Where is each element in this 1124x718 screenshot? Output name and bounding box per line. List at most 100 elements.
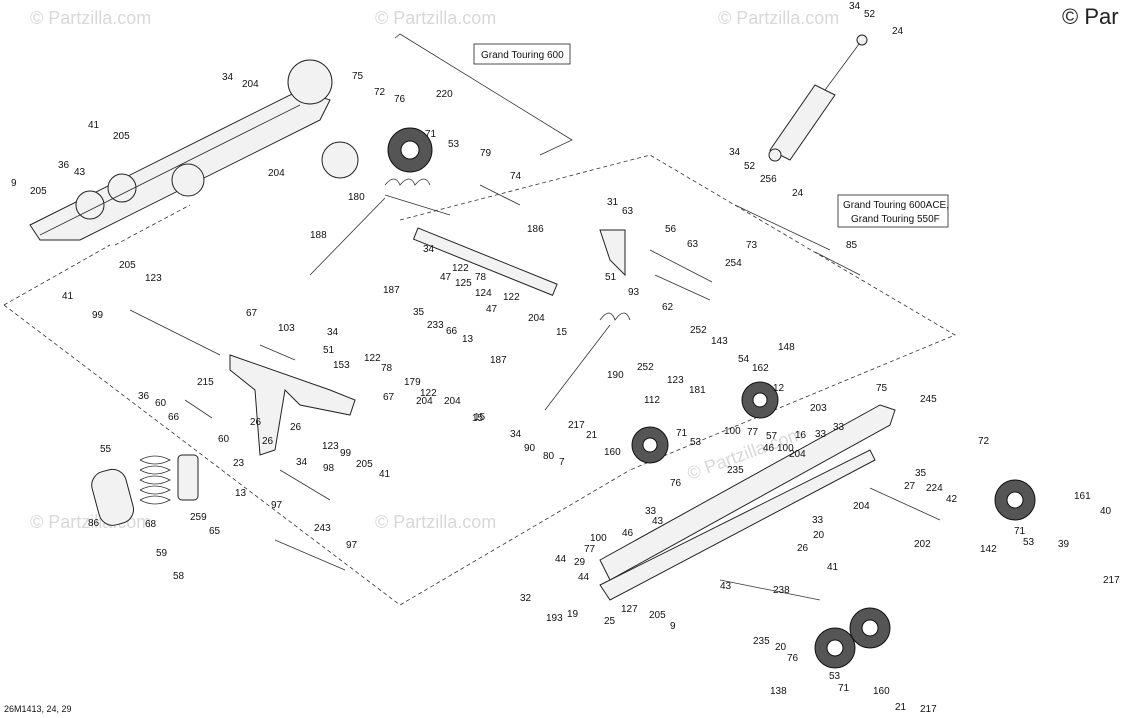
rear-suspension-assembly bbox=[29, 59, 333, 241]
callout: 254 bbox=[725, 258, 742, 269]
callout: 34 bbox=[423, 244, 435, 255]
callout: 148 bbox=[778, 342, 795, 353]
callout: 59 bbox=[156, 548, 168, 559]
callout: 162 bbox=[752, 363, 769, 374]
callout: 193 bbox=[546, 613, 563, 624]
callout-labels: 34 52 24 204 34 75 72 76 220 41 205 36 4… bbox=[11, 1, 1120, 715]
callout: 73 bbox=[746, 240, 758, 251]
callout: 202 bbox=[914, 539, 931, 550]
callout: 56 bbox=[665, 224, 677, 235]
callout: 204 bbox=[444, 396, 461, 407]
torsion-springs bbox=[139, 178, 631, 505]
callout: 100 bbox=[777, 443, 794, 454]
callout: 188 bbox=[310, 230, 327, 241]
callout: 68 bbox=[145, 519, 157, 530]
callout: 205 bbox=[356, 459, 373, 470]
callout: 33 bbox=[833, 422, 845, 433]
callout: 9 bbox=[670, 621, 676, 632]
callout: 26 bbox=[797, 543, 809, 554]
callout: 20 bbox=[813, 530, 825, 541]
callout: 124 bbox=[475, 288, 492, 299]
callout: 44 bbox=[555, 554, 567, 565]
model-box-label-line1: Grand Touring 600ACE, bbox=[843, 200, 949, 211]
callout: 53 bbox=[690, 437, 702, 448]
callout: 86 bbox=[88, 518, 100, 529]
model-box-grand-touring-600: Grand Touring 600 bbox=[394, 33, 573, 156]
callout: 217 bbox=[1103, 575, 1120, 586]
callout: 98 bbox=[323, 463, 335, 474]
callout: 71 bbox=[838, 683, 850, 694]
callout: 204 bbox=[853, 501, 870, 512]
callout: 78 bbox=[475, 272, 487, 283]
callout: 15 bbox=[556, 327, 568, 338]
callout: 46 bbox=[763, 443, 775, 454]
callout: 122 bbox=[420, 388, 437, 399]
callout: 39 bbox=[1058, 539, 1070, 550]
callout: 63 bbox=[622, 206, 634, 217]
drawing-reference-code: 26M1413, 24, 29 bbox=[4, 704, 72, 714]
callout: 186 bbox=[527, 224, 544, 235]
callout: 52 bbox=[864, 9, 876, 20]
callout: 217 bbox=[920, 704, 937, 715]
callout: 153 bbox=[333, 360, 350, 371]
callout: 77 bbox=[747, 427, 759, 438]
callout: 55 bbox=[100, 444, 112, 455]
callout: 112 bbox=[644, 395, 660, 406]
copyright-notice: © Par bbox=[1062, 4, 1119, 29]
callout: 20 bbox=[775, 642, 787, 653]
callout: 60 bbox=[218, 434, 230, 445]
watermark: © Partzilla.com bbox=[718, 8, 839, 28]
callout: 36 bbox=[58, 160, 70, 171]
callout: 100 bbox=[724, 426, 741, 437]
callout: 44 bbox=[578, 572, 590, 583]
callout: 40 bbox=[1100, 506, 1112, 517]
callout: 26 bbox=[250, 417, 262, 428]
callout: 215 bbox=[197, 377, 214, 388]
callout: 41 bbox=[379, 469, 391, 480]
callout: 179 bbox=[404, 377, 421, 388]
callout: 42 bbox=[946, 494, 958, 505]
callout: 16 bbox=[795, 430, 807, 441]
callout: 160 bbox=[873, 686, 890, 697]
callout: 24 bbox=[892, 26, 904, 37]
callout: 60 bbox=[155, 398, 167, 409]
callout: 13 bbox=[235, 488, 247, 499]
callout: 25 bbox=[604, 616, 616, 627]
callout: 243 bbox=[314, 523, 331, 534]
callout: 79 bbox=[480, 148, 492, 159]
callout: 204 bbox=[268, 168, 285, 179]
callout: 31 bbox=[607, 197, 619, 208]
callout: 75 bbox=[352, 71, 364, 82]
callout: 34 bbox=[296, 457, 308, 468]
callout: 76 bbox=[394, 94, 406, 105]
callout: 41 bbox=[62, 291, 74, 302]
callout: 32 bbox=[520, 593, 532, 604]
callout: 34 bbox=[327, 327, 339, 338]
callout: 62 bbox=[662, 302, 674, 313]
model-box-label-line2: Grand Touring 550F bbox=[851, 214, 940, 225]
callout: 143 bbox=[711, 336, 728, 347]
callout: 27 bbox=[904, 481, 916, 492]
callout: 122 bbox=[503, 292, 520, 303]
callout: 97 bbox=[346, 540, 358, 551]
callout: 57 bbox=[766, 431, 778, 442]
callout: 72 bbox=[374, 87, 386, 98]
callout: 245 bbox=[920, 394, 937, 405]
idler-wheels bbox=[321, 127, 1036, 669]
callout: 142 bbox=[980, 544, 997, 555]
callout: 123 bbox=[322, 441, 339, 452]
callout: 123 bbox=[145, 273, 162, 284]
shock-absorber bbox=[768, 34, 868, 162]
callout: 203 bbox=[810, 403, 827, 414]
callout: 78 bbox=[381, 363, 393, 374]
callout: 26 bbox=[290, 422, 302, 433]
callout: 224 bbox=[926, 483, 943, 494]
callout: 33 bbox=[812, 515, 824, 526]
callout: 75 bbox=[876, 383, 888, 394]
callout: 256 bbox=[760, 174, 777, 185]
callout: 24 bbox=[792, 188, 804, 199]
callout: 138 bbox=[770, 686, 787, 697]
watermark: © Partzilla.com bbox=[375, 8, 496, 28]
callout: 15 bbox=[474, 412, 486, 423]
callout: 233 bbox=[427, 320, 444, 331]
